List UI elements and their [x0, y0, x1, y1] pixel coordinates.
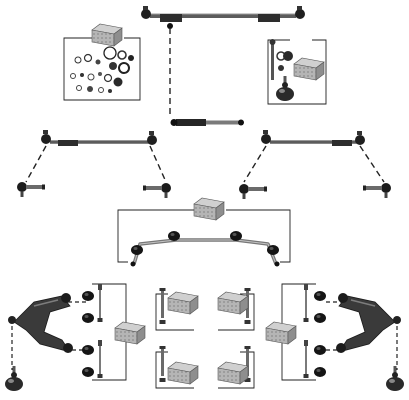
- bushing-icon: [131, 245, 143, 255]
- bushing-icon: [314, 345, 326, 355]
- bushing-icon: [168, 231, 180, 241]
- small-kit-right-top: [217, 288, 255, 331]
- right-lower-control-arm: [336, 293, 401, 353]
- leader-line: [243, 145, 267, 183]
- ball-joint-icon: [276, 76, 294, 101]
- kit-box-icon: [265, 321, 297, 345]
- tie-rod-icon: [239, 184, 267, 199]
- tie-rod-icon: [363, 183, 391, 198]
- kit-box-icon: [167, 361, 199, 385]
- kit-box-icon: [217, 291, 249, 315]
- bushing-icon: [314, 291, 326, 301]
- kit-box-icon: [193, 197, 225, 221]
- kit-box-icon: [293, 57, 325, 81]
- bushing-icon: [82, 367, 94, 377]
- ball-joint-icon: [5, 366, 23, 391]
- right-arm-bushing-kit: [265, 283, 326, 381]
- right-tie-rod-assembly: [261, 130, 365, 146]
- ball-joint-icon: [386, 366, 404, 391]
- bushing-icon: [82, 291, 94, 301]
- left-lower-control-arm: [8, 293, 73, 353]
- kit-box-icon: [217, 361, 249, 385]
- small-kit-left-top: [155, 288, 199, 331]
- small-kit-right-bottom: [217, 346, 255, 389]
- bushing-icon: [314, 313, 326, 323]
- stabilizer-kit: [117, 197, 291, 267]
- bushing-icon: [267, 245, 279, 255]
- kit-box-icon: [114, 321, 146, 345]
- bushing-icon: [82, 345, 94, 355]
- bushing-icon: [314, 367, 326, 377]
- kit-box-icon: [91, 23, 123, 47]
- small-kit-left-bottom: [155, 346, 199, 389]
- leader-line: [149, 145, 167, 183]
- left-arm-bushing-kit: [82, 283, 146, 381]
- bushing-icon: [230, 231, 242, 241]
- tie-rod-icon: [17, 182, 45, 197]
- tie-rod-icon: [143, 183, 171, 198]
- repair-kit-panel-right: [267, 39, 327, 105]
- bushing-icon: [82, 313, 94, 323]
- kit-box-icon: [167, 291, 199, 315]
- left-tie-rod-assembly: [41, 130, 157, 146]
- leader-line: [359, 145, 385, 183]
- steering-damper: [170, 119, 244, 126]
- repair-kit-panel-left: [63, 23, 141, 101]
- leader-line: [25, 145, 47, 183]
- steering-center-tie-rod: [141, 6, 305, 29]
